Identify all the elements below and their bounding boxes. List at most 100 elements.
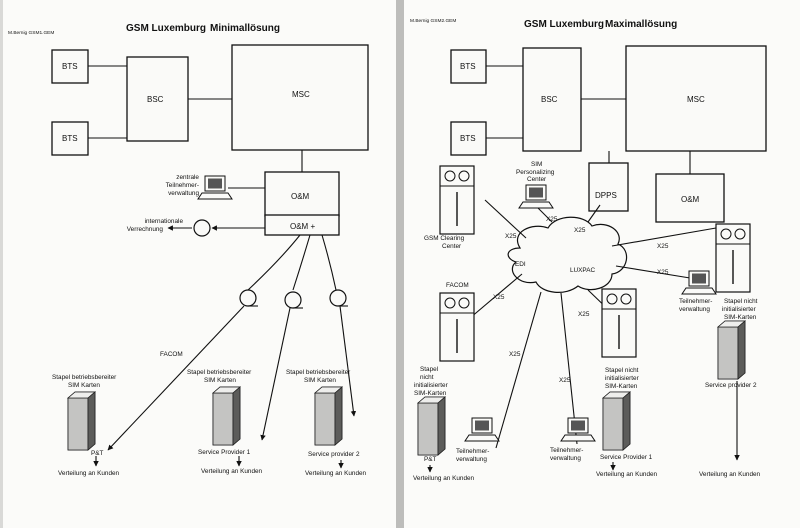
right-x25-8: X25: [509, 351, 521, 358]
right-drive-clearing: [439, 165, 475, 235]
right-server-icon-sp1: [602, 391, 631, 451]
left-arrow-sp1: [260, 307, 291, 441]
left-tape-3: [329, 289, 347, 307]
right-sp2-label: Service provider 2: [705, 382, 757, 389]
left-stack-c-l1: Stapel betriebsbereiter: [286, 369, 351, 376]
right-diagram: M.Bernig GSM2.GEM GSM Luxemburg Maximall…: [410, 18, 767, 482]
right-bsc-box: [522, 47, 582, 152]
luxpac-cloud: [507, 216, 628, 293]
left-vert-a-label: Verteilung an Kunden: [58, 470, 120, 477]
left-stack-b-l1: Stapel betriebsbereiter: [187, 369, 252, 376]
right-stack-nicht-l-l3: initialisierter: [414, 382, 449, 389]
left-msc-label: MSC: [292, 90, 310, 99]
right-msc-label: MSC: [687, 95, 705, 104]
right-dpps-label: DPPS: [595, 191, 617, 200]
left-title: GSM Luxemburg: [126, 23, 206, 34]
right-tv-right-l1: Teilnehmer-: [679, 298, 712, 305]
right-stack-nicht-m-l1: Stapel nicht: [605, 367, 639, 374]
left-vert-b-label: Verteilung an Kunden: [201, 468, 263, 475]
right-x25-7: X25: [578, 311, 590, 318]
left-om-label: O&M: [291, 192, 310, 201]
left-zentrale-l1: zentrale: [176, 174, 199, 181]
right-x25-3: X25: [505, 233, 517, 240]
right-luxpac-label: LUXPAC: [570, 267, 595, 274]
right-server-icon-pt: [417, 396, 446, 456]
right-tv-left-l2: verwaltung: [456, 456, 487, 463]
left-server-icon-sp2: [314, 386, 343, 446]
left-intl-l2: Verrechnung: [127, 226, 164, 233]
right-tv-mid-l1: Teilnehmer-: [550, 447, 583, 454]
right-x25-9: X25: [559, 377, 571, 384]
right-x25-2: X25: [574, 227, 586, 234]
right-edi-label: EDI: [515, 261, 526, 268]
right-msc-box: [625, 45, 767, 152]
right-sim-pers-l2: Personalizing: [516, 169, 555, 176]
left-arrow-sp2: [339, 305, 357, 417]
left-om-plus-box: [264, 214, 340, 236]
left-subtitle: Minimallösung: [210, 23, 280, 34]
right-stack-nicht-r-l1: Stapel nicht: [724, 298, 758, 305]
right-stack-nicht-r-l3: SIM-Karten: [724, 314, 757, 321]
left-zentrale-l2: Teilnehmer-: [166, 182, 199, 189]
right-tv-left-l1: Teilnehmer-: [456, 448, 489, 455]
left-bts-top-box: [51, 49, 89, 84]
left-msc-box: [231, 44, 369, 151]
left-pt-label: P&T: [91, 450, 104, 457]
left-bts-bottom-box: [51, 121, 89, 156]
right-bts-top-label: BTS: [460, 62, 476, 71]
right-drive-right: [715, 223, 751, 293]
right-x25-5: X25: [657, 269, 669, 276]
left-stack-b-l2: SIM Karten: [204, 377, 236, 384]
right-sim-pers-l1: SIM: [531, 161, 542, 168]
right-vert-a-label: Verteilung an Kunden: [413, 475, 475, 482]
left-om-box: [264, 171, 340, 217]
right-server-icon-sp2: [717, 320, 746, 380]
right-bsc-label: BSC: [541, 95, 558, 104]
right-x25-6: X25: [493, 294, 505, 301]
left-bts-top-label: BTS: [62, 62, 78, 71]
left-bts-bottom-label: BTS: [62, 134, 78, 143]
left-curve-3: [321, 234, 337, 291]
left-intl-l1: internationale: [145, 218, 184, 225]
left-server-icon-pt: [67, 391, 96, 451]
left-arrow-facom: [107, 305, 245, 451]
right-stack-nicht-m-l3: SIM-Karten: [605, 383, 638, 390]
left-tape-2: [284, 291, 302, 309]
left-curve-2: [292, 234, 311, 291]
left-curve-1: [247, 234, 301, 291]
left-file-label: M.Bernig GSM1.GEM: [8, 30, 54, 36]
right-tv-mid-l2: verwaltung: [550, 455, 581, 462]
left-stack-a-l2: SIM Karten: [68, 382, 100, 389]
right-vert-c-label: Verteilung an Kunden: [699, 471, 761, 478]
right-om-label: O&M: [681, 195, 700, 204]
right-sim-pers-l3: Center: [527, 176, 547, 183]
right-clearing-l2: Center: [442, 243, 462, 250]
right-stack-nicht-m-l2: initialisierter: [605, 375, 640, 382]
right-bts-top-box: [450, 49, 487, 84]
right-subtitle: Maximallösung: [605, 19, 677, 30]
right-stack-nicht-l-l4: SIM-Karten: [414, 390, 447, 397]
left-zentrale-l3: verwaltung: [168, 190, 199, 197]
right-stack-nicht-r-l2: initialisierter: [722, 306, 757, 313]
right-x25-4: X25: [657, 243, 669, 250]
page-gutter: [396, 0, 404, 528]
left-bsc-box: [126, 56, 189, 142]
right-bts-bottom-label: BTS: [460, 134, 476, 143]
left-om-plus-label: O&M +: [290, 222, 315, 231]
left-tape-1: [239, 289, 257, 307]
right-vert-b-label: Verteilung an Kunden: [596, 471, 658, 478]
left-vert-c-label: Verteilung an Kunden: [305, 470, 367, 477]
left-stack-a-l1: Stapel betriebsbereiter: [52, 374, 117, 381]
right-pt-label: P&T: [424, 456, 437, 463]
right-x25-1: X25: [546, 216, 558, 223]
right-tv-right-l2: verwaltung: [679, 306, 710, 313]
right-sp1-label: Service Provider 1: [600, 454, 653, 461]
right-facom-label: FACOM: [446, 282, 469, 289]
left-facom-label: FACOM: [160, 351, 183, 358]
left-tape-intl: [193, 219, 211, 237]
right-stack-nicht-l-l2: nicht: [420, 374, 434, 381]
left-sp1-label: Service Provider 1: [198, 449, 251, 456]
left-stack-c-l2: SIM Karten: [304, 377, 336, 384]
right-bts-bottom-box: [450, 121, 487, 156]
